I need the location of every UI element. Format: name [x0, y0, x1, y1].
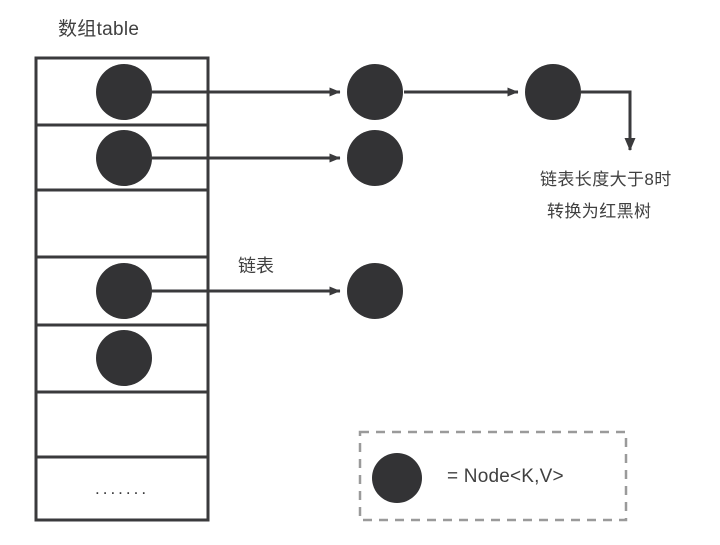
chain-node [347, 263, 403, 319]
chain-row-1 [150, 130, 403, 186]
legend-box [358, 430, 628, 522]
table-row-node [96, 130, 152, 186]
chain-node [525, 64, 581, 120]
table-row-node [96, 64, 152, 120]
table-row-node [96, 263, 152, 319]
chain-row-3 [150, 263, 403, 319]
linked-list-label: 链表 [238, 256, 274, 276]
treeify-elbow-arrow [581, 90, 636, 151]
node-circle-icon [372, 453, 422, 503]
chain-node [347, 130, 403, 186]
page-title: 数组table [58, 19, 140, 40]
table-row-node [96, 330, 152, 386]
treeify-note-line-1: 链表长度大于8时 [540, 170, 672, 189]
legend-label: = Node<K,V> [447, 466, 564, 487]
chain-row-0 [150, 64, 636, 151]
treeify-note-line-2: 转换为红黑树 [547, 202, 652, 221]
table-row-ellipsis: ....... [95, 479, 150, 498]
array-table [34, 56, 210, 522]
chain-node [347, 64, 403, 120]
